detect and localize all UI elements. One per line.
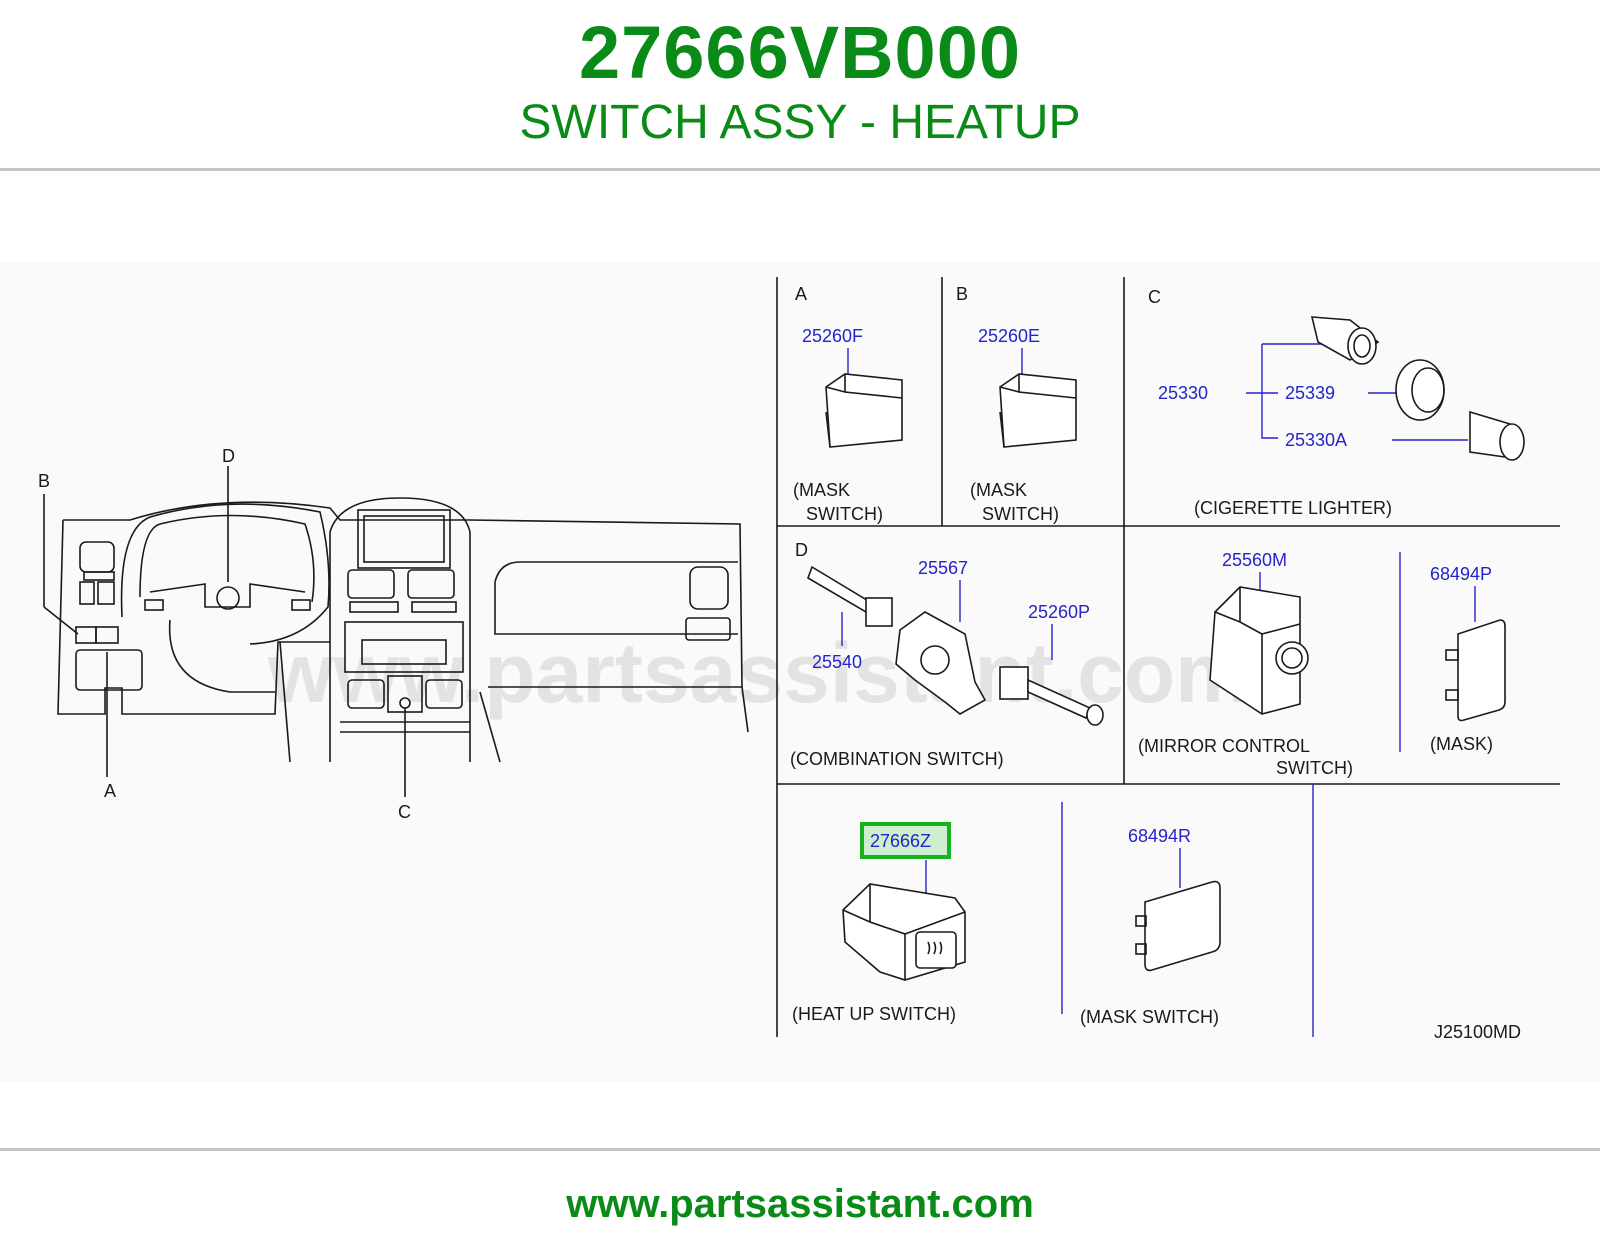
mask-switch-icon — [1144, 880, 1221, 972]
mask-right-caption: (MASK) — [1430, 734, 1493, 754]
callout-A: A — [104, 781, 116, 801]
part-number-title: 27666VB000 — [578, 11, 1022, 94]
panel-C-caption: (CIGERETTE LIGHTER) — [1194, 498, 1392, 518]
mask-switch-A-icon — [825, 373, 903, 448]
panel-mask-right: 68494P (MASK) — [1430, 564, 1506, 754]
part-25330A[interactable]: 25330A — [1285, 430, 1347, 450]
part-25260P[interactable]: 25260P — [1028, 602, 1090, 622]
panel-B-letter: B — [956, 284, 968, 304]
part-68494P[interactable]: 68494P — [1430, 564, 1492, 584]
diagram-code: J25100MD — [1434, 1022, 1521, 1042]
heatup-caption: (HEAT UP SWITCH) — [792, 1004, 956, 1024]
mirror-caption-1: (MIRROR CONTROL — [1138, 736, 1310, 756]
header-divider — [0, 168, 1600, 171]
watermark-text: www.partsassistant.com — [267, 626, 1250, 720]
callout-D: D — [222, 446, 235, 466]
parts-diagram: www.partsassistant.com — [0, 262, 1600, 1082]
footer-url-link[interactable]: www.partsassistant.com — [566, 1182, 1034, 1226]
part-27666Z[interactable]: 27666Z — [870, 831, 931, 851]
diagram-svg: www.partsassistant.com — [38, 277, 1560, 1042]
part-25260E[interactable]: 25260E — [978, 326, 1040, 346]
mask-switch-B-icon — [999, 373, 1077, 448]
panel-D-letter: D — [795, 540, 808, 560]
heatup-highlight — [860, 822, 951, 859]
part-25339[interactable]: 25339 — [1285, 383, 1335, 403]
panel-C: C 25330 25339 25330A (CIGERETTE LIGHTER) — [1148, 287, 1525, 518]
panel-B: B 25260E (MASK SWITCH) — [956, 284, 1077, 524]
part-25260F[interactable]: 25260F — [802, 326, 863, 346]
panel-A: A 25260F (MASK SWITCH) — [793, 284, 903, 524]
part-25560M[interactable]: 25560M — [1222, 550, 1287, 570]
callout-C: C — [398, 802, 411, 822]
panel-heatup: 27666Z (HEAT UP SWITCH) — [792, 822, 966, 1024]
mask-bottom-caption: (MASK SWITCH) — [1080, 1007, 1219, 1027]
footer-divider — [0, 1148, 1600, 1151]
mask-icon — [1457, 619, 1506, 722]
part-25540[interactable]: 25540 — [812, 652, 862, 672]
part-25567[interactable]: 25567 — [918, 558, 968, 578]
panel-D: D 25567 25260P 25540 (COMBINATION SWITCH… — [790, 540, 1104, 769]
panel-C-letter: C — [1148, 287, 1161, 307]
part-description: SWITCH ASSY - HEATUP — [519, 96, 1081, 149]
header: 27666VB000 SWITCH ASSY - HEATUP — [0, 0, 1600, 170]
part-25330[interactable]: 25330 — [1158, 383, 1208, 403]
callout-B: B — [38, 471, 50, 491]
panel-B-caption-1: (MASK — [970, 480, 1027, 500]
panel-A-caption-2: SWITCH) — [806, 504, 883, 524]
panel-B-caption-2: SWITCH) — [982, 504, 1059, 524]
panel-A-letter: A — [795, 284, 807, 304]
panel-A-caption-1: (MASK — [793, 480, 850, 500]
panel-grid — [776, 277, 1560, 1037]
mirror-caption-2: SWITCH) — [1276, 758, 1353, 778]
panel-D-caption: (COMBINATION SWITCH) — [790, 749, 1004, 769]
part-68494R[interactable]: 68494R — [1128, 826, 1191, 846]
panel-mirror: 25560M (MIRROR CONTROL SWITCH) — [1138, 550, 1353, 778]
overview-callouts: D B A C — [38, 446, 411, 822]
panel-mask-bottom: 68494R (MASK SWITCH) — [1080, 826, 1221, 1027]
